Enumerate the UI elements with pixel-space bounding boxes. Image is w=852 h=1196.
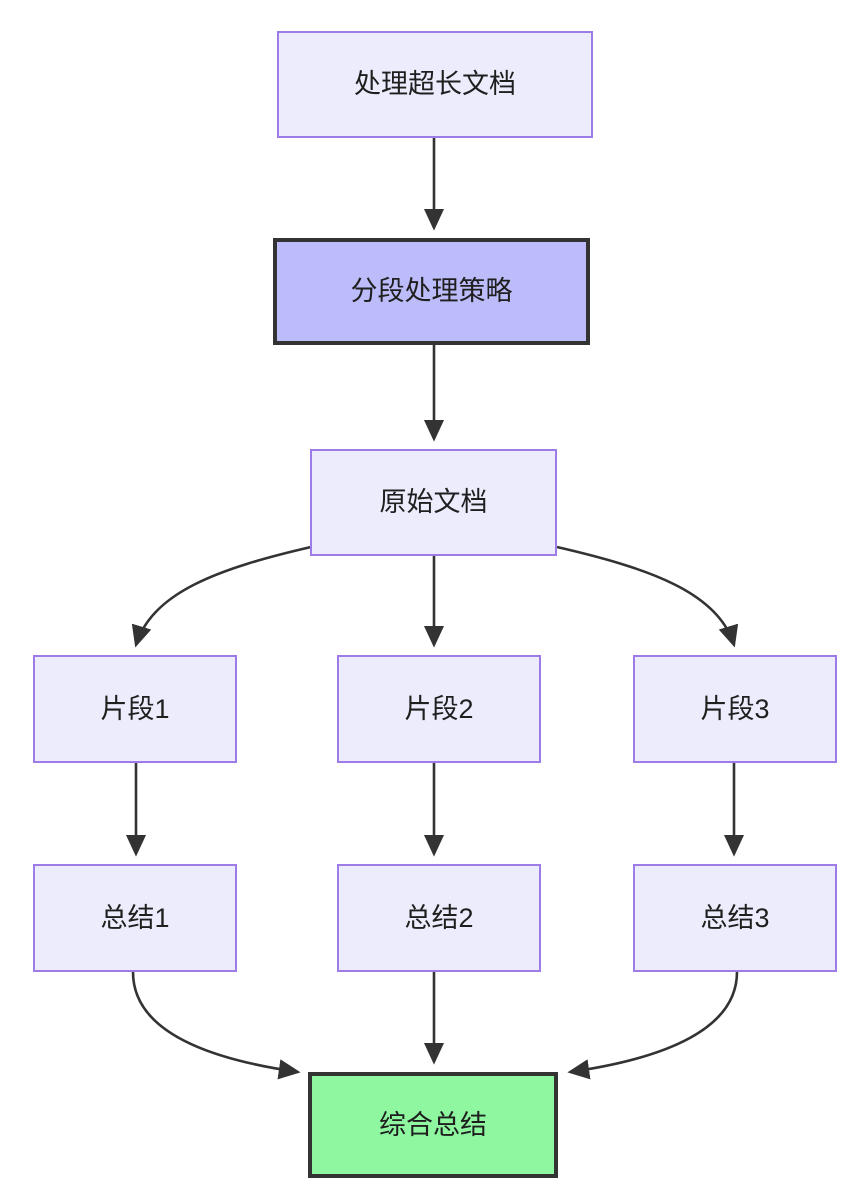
node-summary-2[interactable]: 总结2 — [337, 864, 541, 972]
node-fragment-1[interactable]: 片段1 — [33, 655, 237, 763]
node-label-summary-2: 总结2 — [404, 902, 474, 933]
node-source-doc[interactable]: 原始文档 — [310, 449, 557, 556]
node-summary-3[interactable]: 总结3 — [633, 864, 837, 972]
node-label-fragment-1: 片段1 — [100, 693, 170, 724]
edge-summary1-to-final — [131, 971, 301, 1080]
node-fragment-2[interactable]: 片段2 — [337, 655, 541, 763]
node-summary-1[interactable]: 总结1 — [33, 864, 237, 972]
node-label-source-doc: 原始文档 — [379, 487, 488, 518]
node-label-summary-3: 总结3 — [700, 902, 770, 933]
edge-sourcedoc-to-fragment1 — [131, 545, 312, 648]
edge-sourcedoc-to-fragment3 — [556, 545, 739, 648]
node-label-fragment-3: 片段3 — [700, 693, 770, 724]
edge-summary3-to-final — [567, 971, 739, 1080]
node-label-final-summary: 综合总结 — [379, 1109, 487, 1140]
node-label-fragment-2: 片段2 — [404, 693, 474, 724]
node-long-doc[interactable]: 处理超长文档 — [277, 31, 593, 138]
node-label-long-doc: 处理超长文档 — [354, 69, 516, 100]
node-label-summary-1: 总结1 — [100, 902, 170, 933]
node-final-summary[interactable]: 综合总结 — [308, 1072, 558, 1178]
node-chunk-strategy[interactable]: 分段处理策略 — [273, 238, 590, 345]
node-fragment-3[interactable]: 片段3 — [633, 655, 837, 763]
node-label-chunk-strategy: 分段处理策略 — [350, 276, 513, 307]
